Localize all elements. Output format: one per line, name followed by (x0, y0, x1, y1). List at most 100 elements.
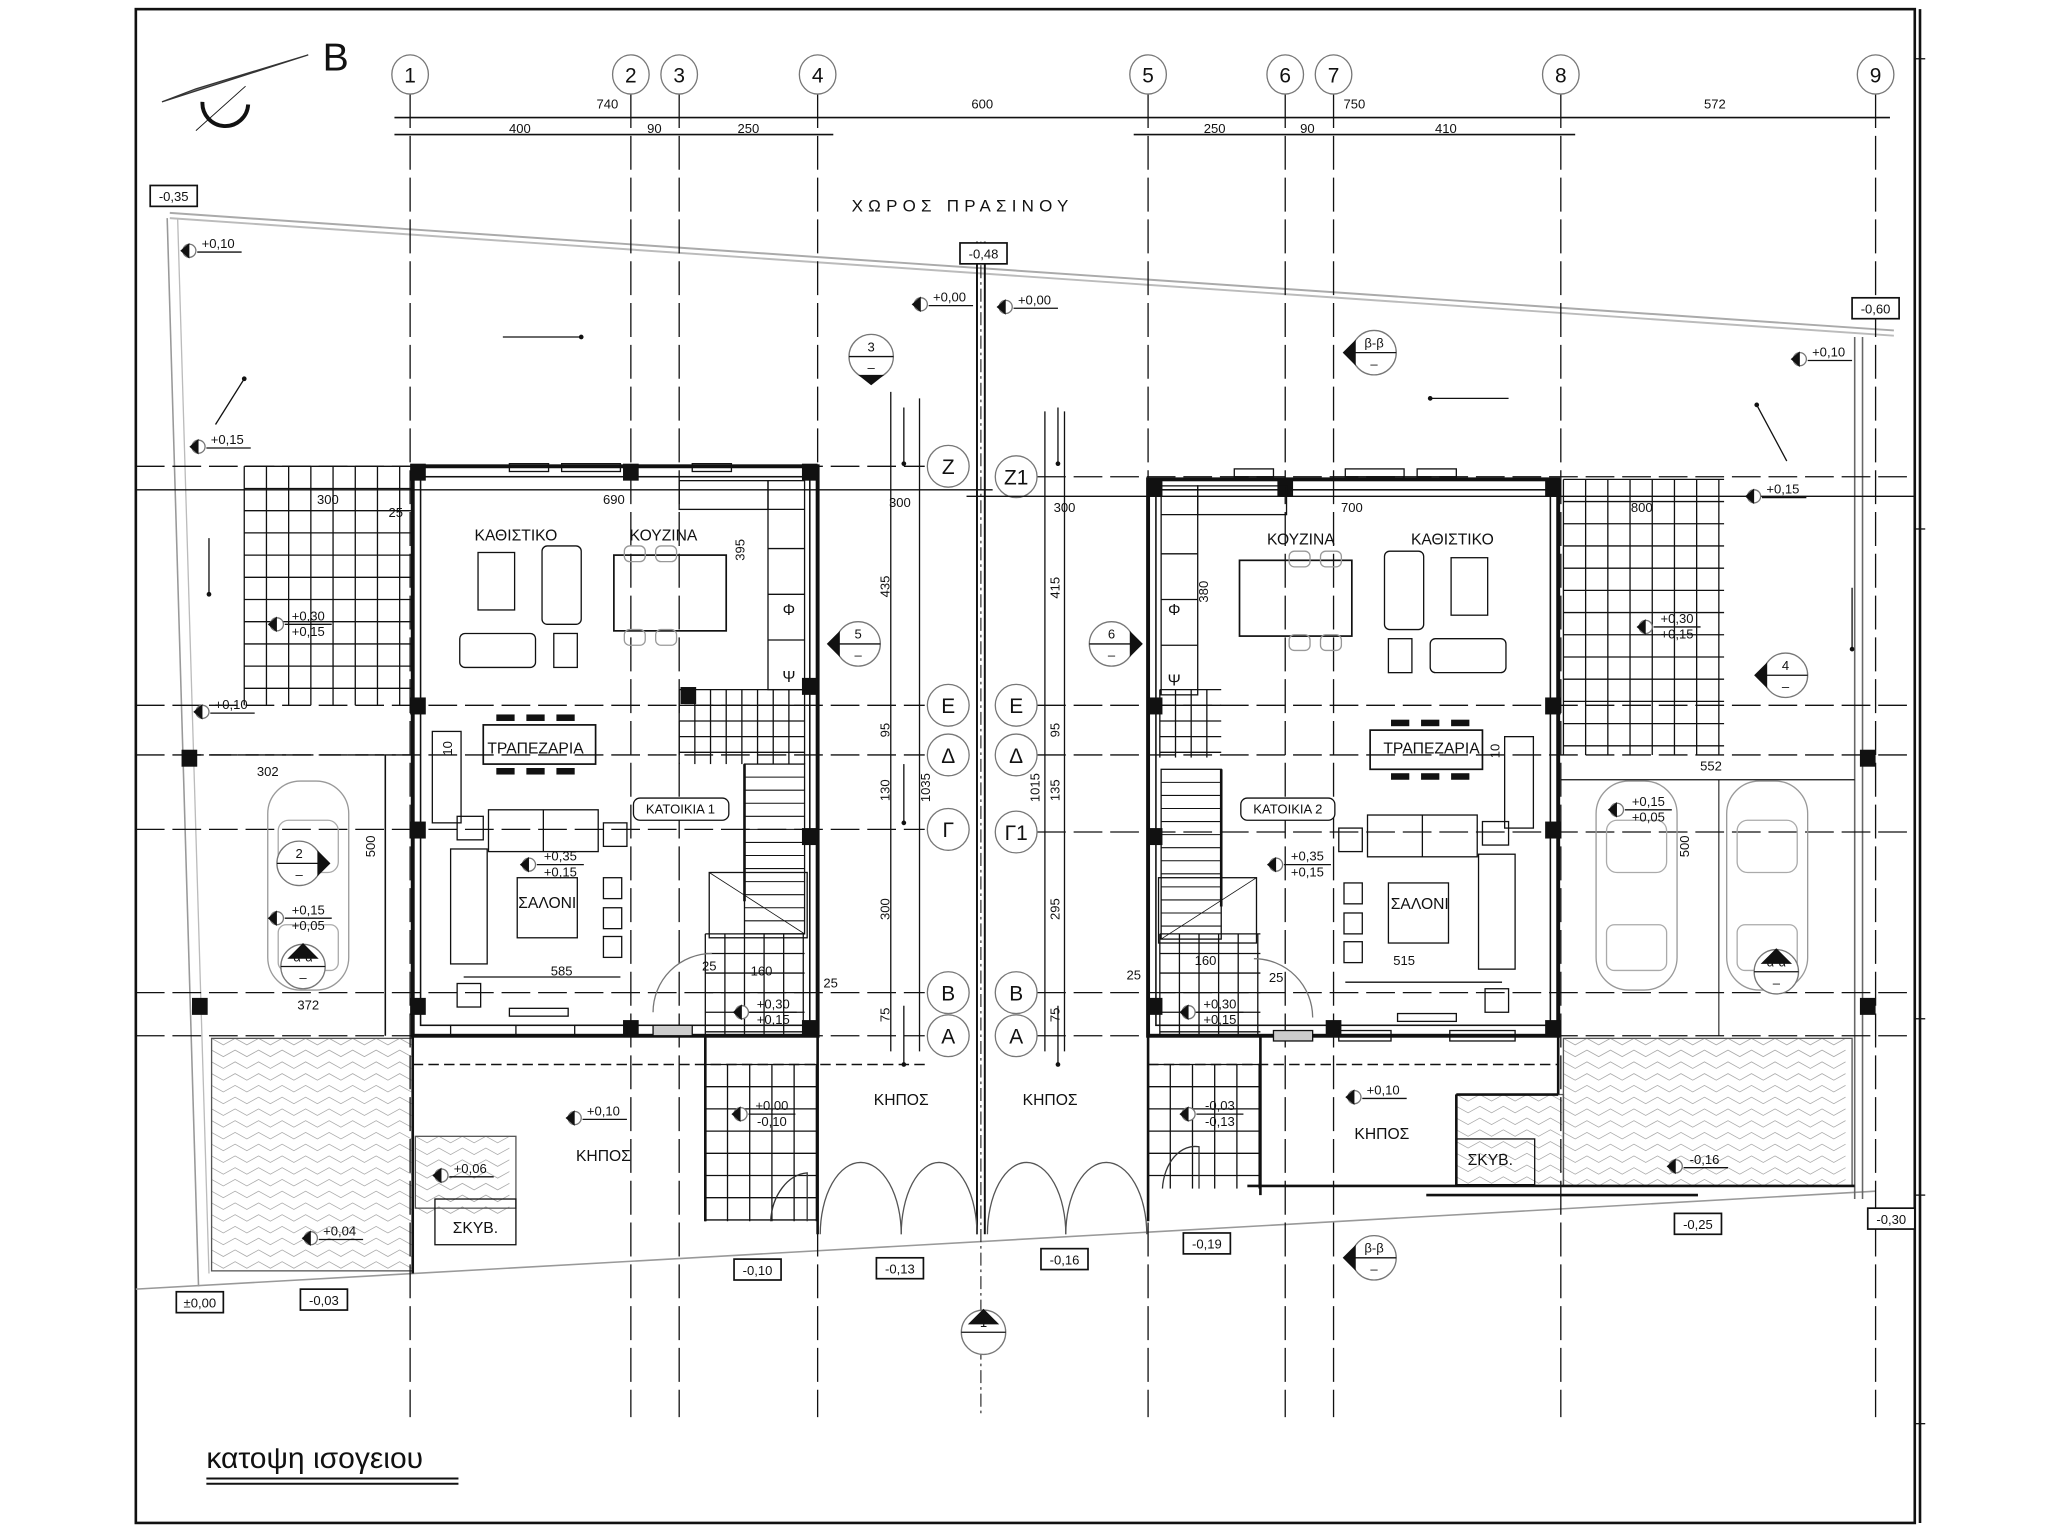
level-value-upper: -0,03 (1205, 1098, 1235, 1113)
dimension-bays: 400 (509, 121, 531, 136)
section-id: 5 (854, 627, 861, 642)
paving-pattern (211, 1073, 412, 1081)
paving-pattern (1563, 1155, 1846, 1163)
level-symbol-icon (1744, 488, 1755, 505)
labels: ΧΩΡΟΣ ΠΡΑΣΙΝΟΥ B κατοψη ισογειου ΚΑΘΙΣΤΙ… (206, 37, 1513, 1485)
column (181, 749, 198, 767)
house-name-box-2 (1240, 797, 1336, 821)
grid-row-label: Δ (1009, 745, 1023, 768)
column (1545, 821, 1561, 839)
dimension-middle_house2: 295 (1047, 898, 1062, 920)
section-id: 1 (980, 1315, 987, 1330)
grid-row-bubble (994, 810, 1038, 854)
side-table (602, 822, 628, 848)
door-swing (652, 952, 712, 1013)
section-id: 2 (295, 846, 302, 861)
dimension-middle_house1: 300 (877, 898, 892, 920)
section-arrow-icon (858, 374, 885, 386)
paving-pattern (211, 1049, 412, 1058)
kitchen-island (613, 554, 728, 632)
level-symbol-icon (1636, 619, 1646, 635)
level-value: +0,00 (933, 290, 966, 305)
car-windshield (1605, 819, 1668, 874)
grid-row-label: Δ (941, 745, 955, 768)
level-value-upper: +0,35 (544, 849, 577, 864)
slope-arrow (1756, 404, 1788, 462)
dimension-bays: 250 (738, 121, 760, 136)
level-symbol-icon (911, 296, 921, 313)
dining-chair (496, 714, 515, 721)
column (801, 828, 818, 846)
north-arrow-icon (161, 54, 309, 103)
exterior-wall-inner (419, 475, 811, 1027)
section-arrow-icon (287, 943, 319, 959)
section-sheet: – (295, 867, 303, 882)
side-table (456, 982, 482, 1008)
dimension-bays: 90 (647, 121, 662, 136)
level-box (1040, 1247, 1089, 1271)
window (449, 1024, 517, 1037)
section-id: β-β (1364, 1241, 1383, 1256)
section-sheet: – (1370, 1261, 1378, 1276)
grid-row-bubble (926, 1014, 970, 1058)
paving-pattern (1456, 1094, 1563, 1102)
column (1545, 479, 1561, 497)
level-symbol-icon (180, 242, 190, 259)
window (1449, 1029, 1516, 1042)
level-symbol-icon (732, 1004, 742, 1021)
bar-stool (1288, 634, 1311, 652)
grid-label-1: 1 (404, 64, 416, 87)
room-label-living-2: ΚΑΘΙΣΤΙΚΟ (1411, 532, 1494, 549)
grid-row-bubble (994, 455, 1038, 499)
sofa (459, 632, 537, 669)
stair-landing (1157, 877, 1258, 944)
column (1146, 697, 1163, 715)
level-symbol-icon (1607, 801, 1617, 818)
side-table (1481, 820, 1510, 846)
window (1416, 468, 1457, 478)
window-sill (1272, 1029, 1314, 1042)
section-sheet: – (854, 648, 862, 663)
slope-arrow-head (1849, 646, 1855, 652)
paving-pattern (415, 1171, 510, 1179)
level-value-upper: +0,30 (1203, 996, 1236, 1011)
garden-label: ΚΗΠΟΣ (874, 1092, 929, 1109)
grid-row-label: A (1009, 1026, 1023, 1049)
dimension-house1: 160 (751, 964, 773, 979)
grid-bubble-1 (391, 54, 430, 95)
frame-border (134, 7, 1917, 1525)
bin-store (434, 1198, 517, 1246)
kitchen-counter (678, 479, 769, 511)
drawing-frame (134, 7, 1926, 1525)
section-id: 3 (868, 339, 875, 354)
dimension-house1: 395 (732, 539, 747, 561)
dimension-house1: 372 (297, 998, 319, 1013)
house-name-box-1 (632, 797, 730, 821)
paving-pattern (1563, 1167, 1846, 1175)
fridge-symbol-1: Φ (783, 602, 796, 619)
paving-pattern (211, 1167, 412, 1175)
column (1146, 997, 1163, 1015)
level-value: +0,15 (1766, 482, 1799, 497)
gate-swing (986, 1161, 1067, 1235)
slope-arrow-head (241, 376, 247, 382)
level-value: +0,00 (1018, 292, 1051, 307)
drawing-title: κατοψη ισογειου (206, 1442, 423, 1475)
section-arrow-icon (967, 1308, 1000, 1325)
bin-store (1455, 1138, 1536, 1186)
dining-chair (556, 768, 575, 775)
dining-chair (1451, 773, 1470, 780)
paving-pattern (1563, 1073, 1846, 1081)
car-rear-window (1605, 924, 1668, 972)
level-value: +0,10 (1812, 345, 1845, 360)
garden-label: ΚΗΠΟΣ (1354, 1126, 1409, 1143)
paving-pattern (1563, 1096, 1846, 1105)
level-value-lower: +0,05 (292, 918, 325, 933)
grid-row-bubble (926, 444, 970, 488)
dimension-overall: 750 (1344, 96, 1366, 111)
level-symbol-icon (1345, 1089, 1355, 1105)
dimension-middle_house2: 135 (1047, 779, 1062, 801)
paving-pattern (415, 1206, 510, 1214)
dimension-middle_house2: 95 (1047, 723, 1062, 738)
